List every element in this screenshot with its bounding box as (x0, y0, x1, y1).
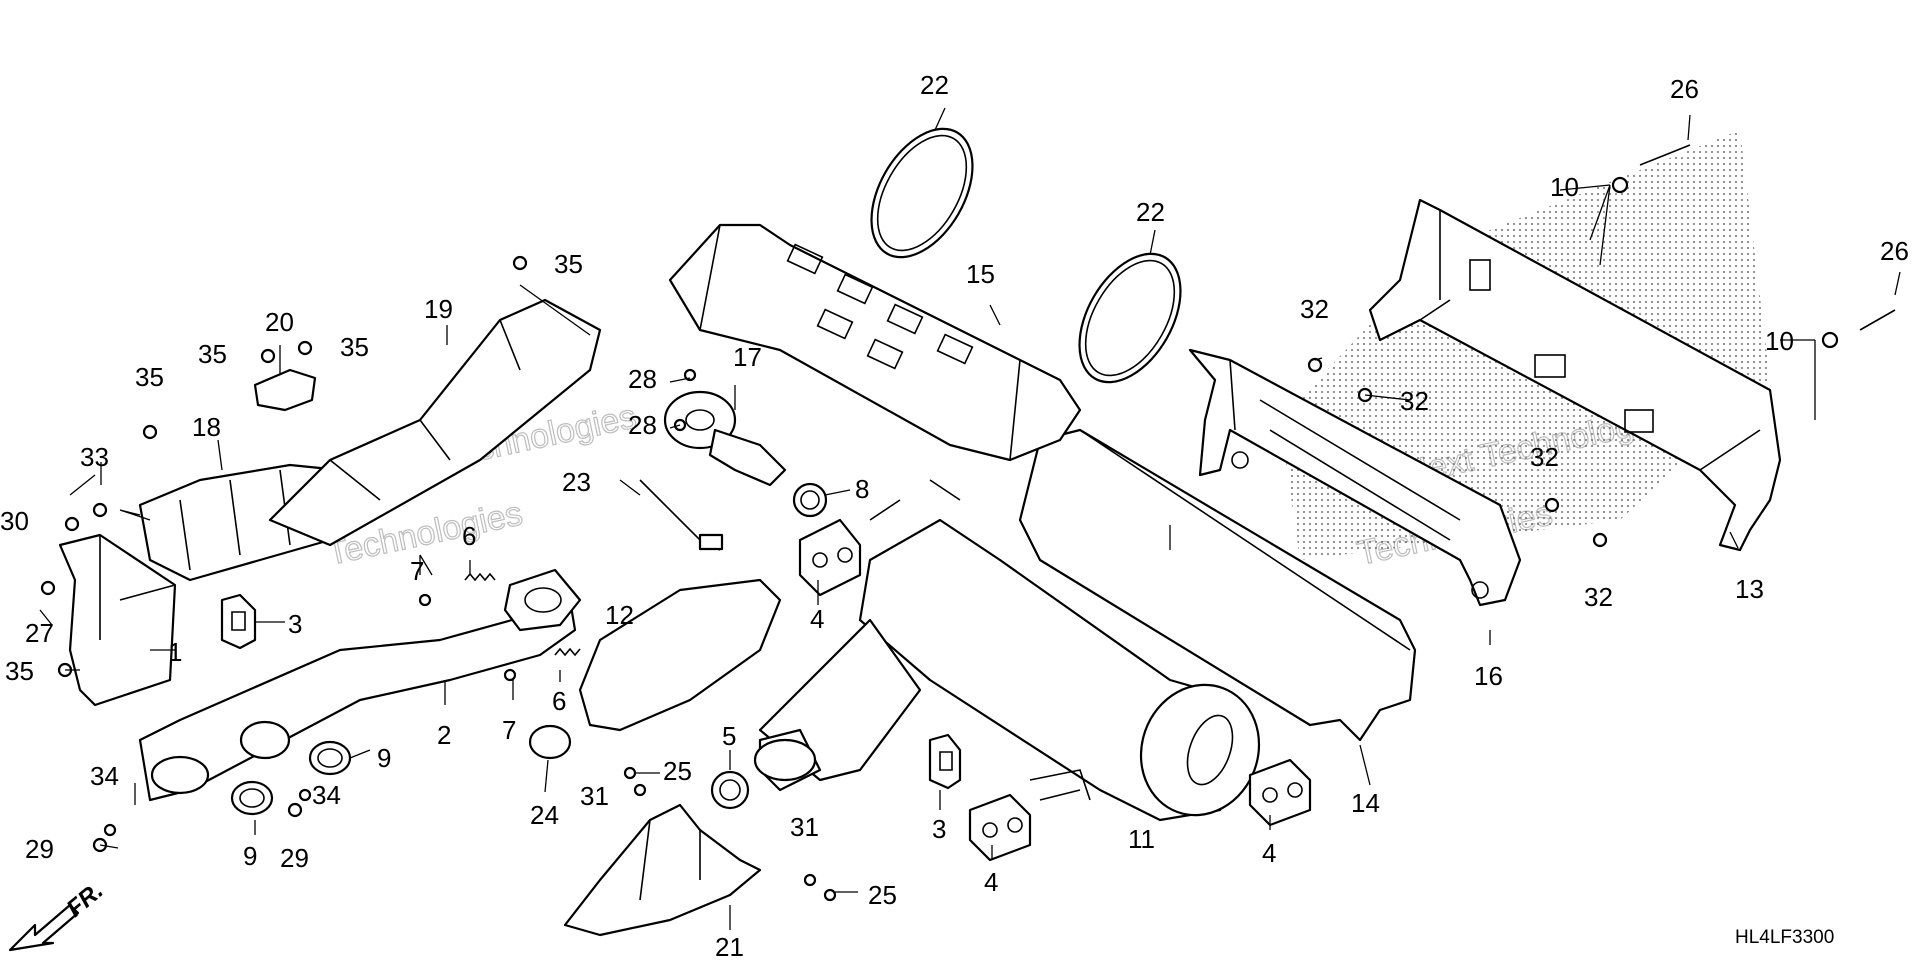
callout-4: 4 (1262, 838, 1276, 868)
callout-35: 35 (5, 656, 34, 686)
gasket (710, 770, 750, 810)
callout-21: 21 (715, 932, 744, 960)
heat-shield-bracket (58, 533, 177, 707)
rubber-mount (968, 793, 1032, 862)
callout-3: 3 (288, 609, 302, 639)
callout-5: 5 (722, 721, 736, 751)
gasket (308, 740, 352, 776)
callout-32: 32 (1584, 582, 1613, 612)
callout-8: 8 (855, 474, 869, 504)
callout-22: 22 (1136, 197, 1165, 227)
callout-33: 33 (80, 442, 109, 472)
callout-26: 26 (1670, 74, 1699, 104)
callout-31: 31 (580, 781, 609, 811)
callout-16: 16 (1474, 661, 1503, 691)
callout-7: 7 (410, 556, 424, 586)
callout-29: 29 (25, 834, 54, 864)
callout-35: 35 (135, 362, 164, 392)
callout-35: 35 (554, 249, 583, 279)
callout-35: 35 (198, 339, 227, 369)
callout-20: 20 (265, 307, 294, 337)
callout-15: 15 (966, 259, 995, 289)
muffler (753, 479, 1261, 822)
callout-19: 19 (424, 294, 453, 324)
callout-27: 27 (25, 618, 54, 648)
callout-34: 34 (312, 780, 341, 810)
callout-34: 34 (90, 761, 119, 791)
rubber-mount (1248, 758, 1312, 827)
band-clamp (870, 127, 974, 259)
callout-18: 18 (192, 412, 221, 442)
callout-labels: 1 2 3 3 4 4 4 5 6 6 7 7 8 9 9 10 10 11 1… (0, 70, 1909, 960)
band-clamp (1078, 252, 1182, 384)
callout-32: 32 (1400, 386, 1429, 416)
callout-1: 1 (168, 637, 182, 667)
leader-lines (39, 107, 1901, 930)
rubber-mount (220, 593, 257, 650)
callout-31: 31 (790, 812, 819, 842)
callout-35: 35 (340, 332, 369, 362)
gasket (792, 482, 828, 518)
front-direction-marker: FR. (8, 877, 108, 952)
pipe-protector (668, 223, 1082, 462)
callout-9: 9 (243, 841, 257, 871)
callout-6: 6 (462, 521, 476, 551)
rubber-mount (928, 733, 962, 790)
callout-24: 24 (530, 800, 559, 830)
small-bracket (253, 368, 317, 412)
callout-3: 3 (932, 814, 946, 844)
callout-23: 23 (562, 467, 591, 497)
callout-25: 25 (663, 756, 692, 786)
callout-28: 28 (628, 410, 657, 440)
callout-6: 6 (552, 686, 566, 716)
callout-14: 14 (1351, 788, 1380, 818)
callout-4: 4 (984, 867, 998, 897)
callout-32: 32 (1530, 442, 1559, 472)
flange-pipe (663, 390, 787, 487)
lower-heat-shield (563, 803, 762, 937)
fastener (40, 144, 1896, 902)
pipe-clamp (528, 724, 572, 760)
oxygen-sensor (639, 479, 724, 551)
callout-32: 32 (1300, 294, 1329, 324)
callout-9: 9 (377, 743, 391, 773)
heat-shield (578, 578, 782, 732)
callout-7: 7 (502, 715, 516, 745)
spring (554, 647, 581, 657)
callout-13: 13 (1735, 574, 1764, 604)
exhaust-pipe (138, 568, 582, 802)
callout-30: 30 (0, 506, 29, 536)
muffler-heat-shield-plate (1018, 428, 1417, 742)
callout-10: 10 (1550, 172, 1579, 202)
callout-29: 29 (280, 843, 309, 873)
callout-17: 17 (733, 342, 762, 372)
callout-12: 12 (605, 600, 634, 630)
callout-11: 11 (1128, 824, 1155, 854)
callout-10: 10 (1765, 326, 1794, 356)
callout-4: 4 (810, 604, 824, 634)
muffler-bracket (1188, 348, 1522, 607)
callout-25: 25 (868, 880, 897, 910)
rubber-mount (798, 518, 862, 597)
exhaust-pipe-cover (268, 298, 602, 547)
callout-2: 2 (437, 720, 451, 750)
callout-26: 26 (1880, 236, 1909, 266)
callout-28: 28 (628, 364, 657, 394)
callout-22: 22 (920, 70, 949, 100)
diagram-code: HL4LF3300 (1735, 927, 1834, 948)
gasket (230, 780, 274, 816)
